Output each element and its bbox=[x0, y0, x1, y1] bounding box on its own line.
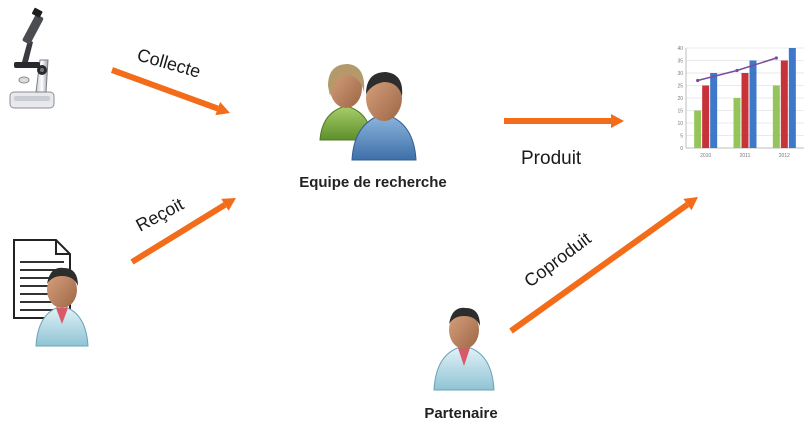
arrow-collecte bbox=[110, 67, 230, 116]
chart-y-tick-label: 5 bbox=[680, 134, 683, 140]
chart-line-point bbox=[774, 56, 778, 60]
chart-x-tick-label: 2010 bbox=[700, 153, 711, 159]
chart-y-tick-label: 35 bbox=[677, 59, 683, 65]
arrow-produit bbox=[504, 114, 624, 128]
chart-y-tick-label: 0 bbox=[680, 146, 683, 152]
chart-y-tick-label: 30 bbox=[677, 71, 683, 77]
chart-bar bbox=[710, 73, 718, 148]
node-label-team: Equipe de recherche bbox=[299, 174, 447, 191]
arrow-coproduit bbox=[509, 197, 698, 334]
chart-bar bbox=[772, 85, 780, 148]
scientist-icon bbox=[433, 307, 495, 391]
edge-label-produit: Produit bbox=[521, 148, 582, 169]
research-team-icon bbox=[319, 64, 417, 161]
document-scientist-icon bbox=[13, 239, 89, 347]
chart-bar bbox=[741, 73, 749, 148]
edge-label-collecte: Collecte bbox=[135, 45, 203, 82]
arrow-recoit bbox=[130, 198, 236, 265]
chart-y-tick-label: 10 bbox=[677, 121, 683, 127]
chart-y-tick-label: 15 bbox=[677, 109, 683, 115]
chart-bar bbox=[694, 110, 702, 148]
chart-line-point bbox=[696, 78, 700, 83]
chart-bar bbox=[749, 60, 757, 148]
chart-line-point bbox=[735, 68, 739, 73]
microscope-icon bbox=[9, 7, 55, 109]
chart-y-tick-label: 25 bbox=[677, 84, 683, 90]
chart-bar bbox=[788, 48, 796, 148]
chart-bar bbox=[733, 98, 741, 148]
chart-bar bbox=[780, 60, 788, 148]
bar-chart-icon: 0 5 10 15 20 25 30 35 40 2010 2011 2012 bbox=[677, 46, 804, 159]
chart-y-tick-label: 20 bbox=[677, 96, 683, 102]
edge-label-recoit: Reçoit bbox=[132, 194, 186, 236]
node-label-partner: Partenaire bbox=[424, 405, 497, 422]
chart-x-tick-label: 2012 bbox=[779, 153, 790, 159]
chart-bar bbox=[702, 85, 710, 148]
chart-x-tick-label: 2011 bbox=[740, 153, 751, 159]
chart-y-tick-label: 40 bbox=[677, 46, 683, 52]
